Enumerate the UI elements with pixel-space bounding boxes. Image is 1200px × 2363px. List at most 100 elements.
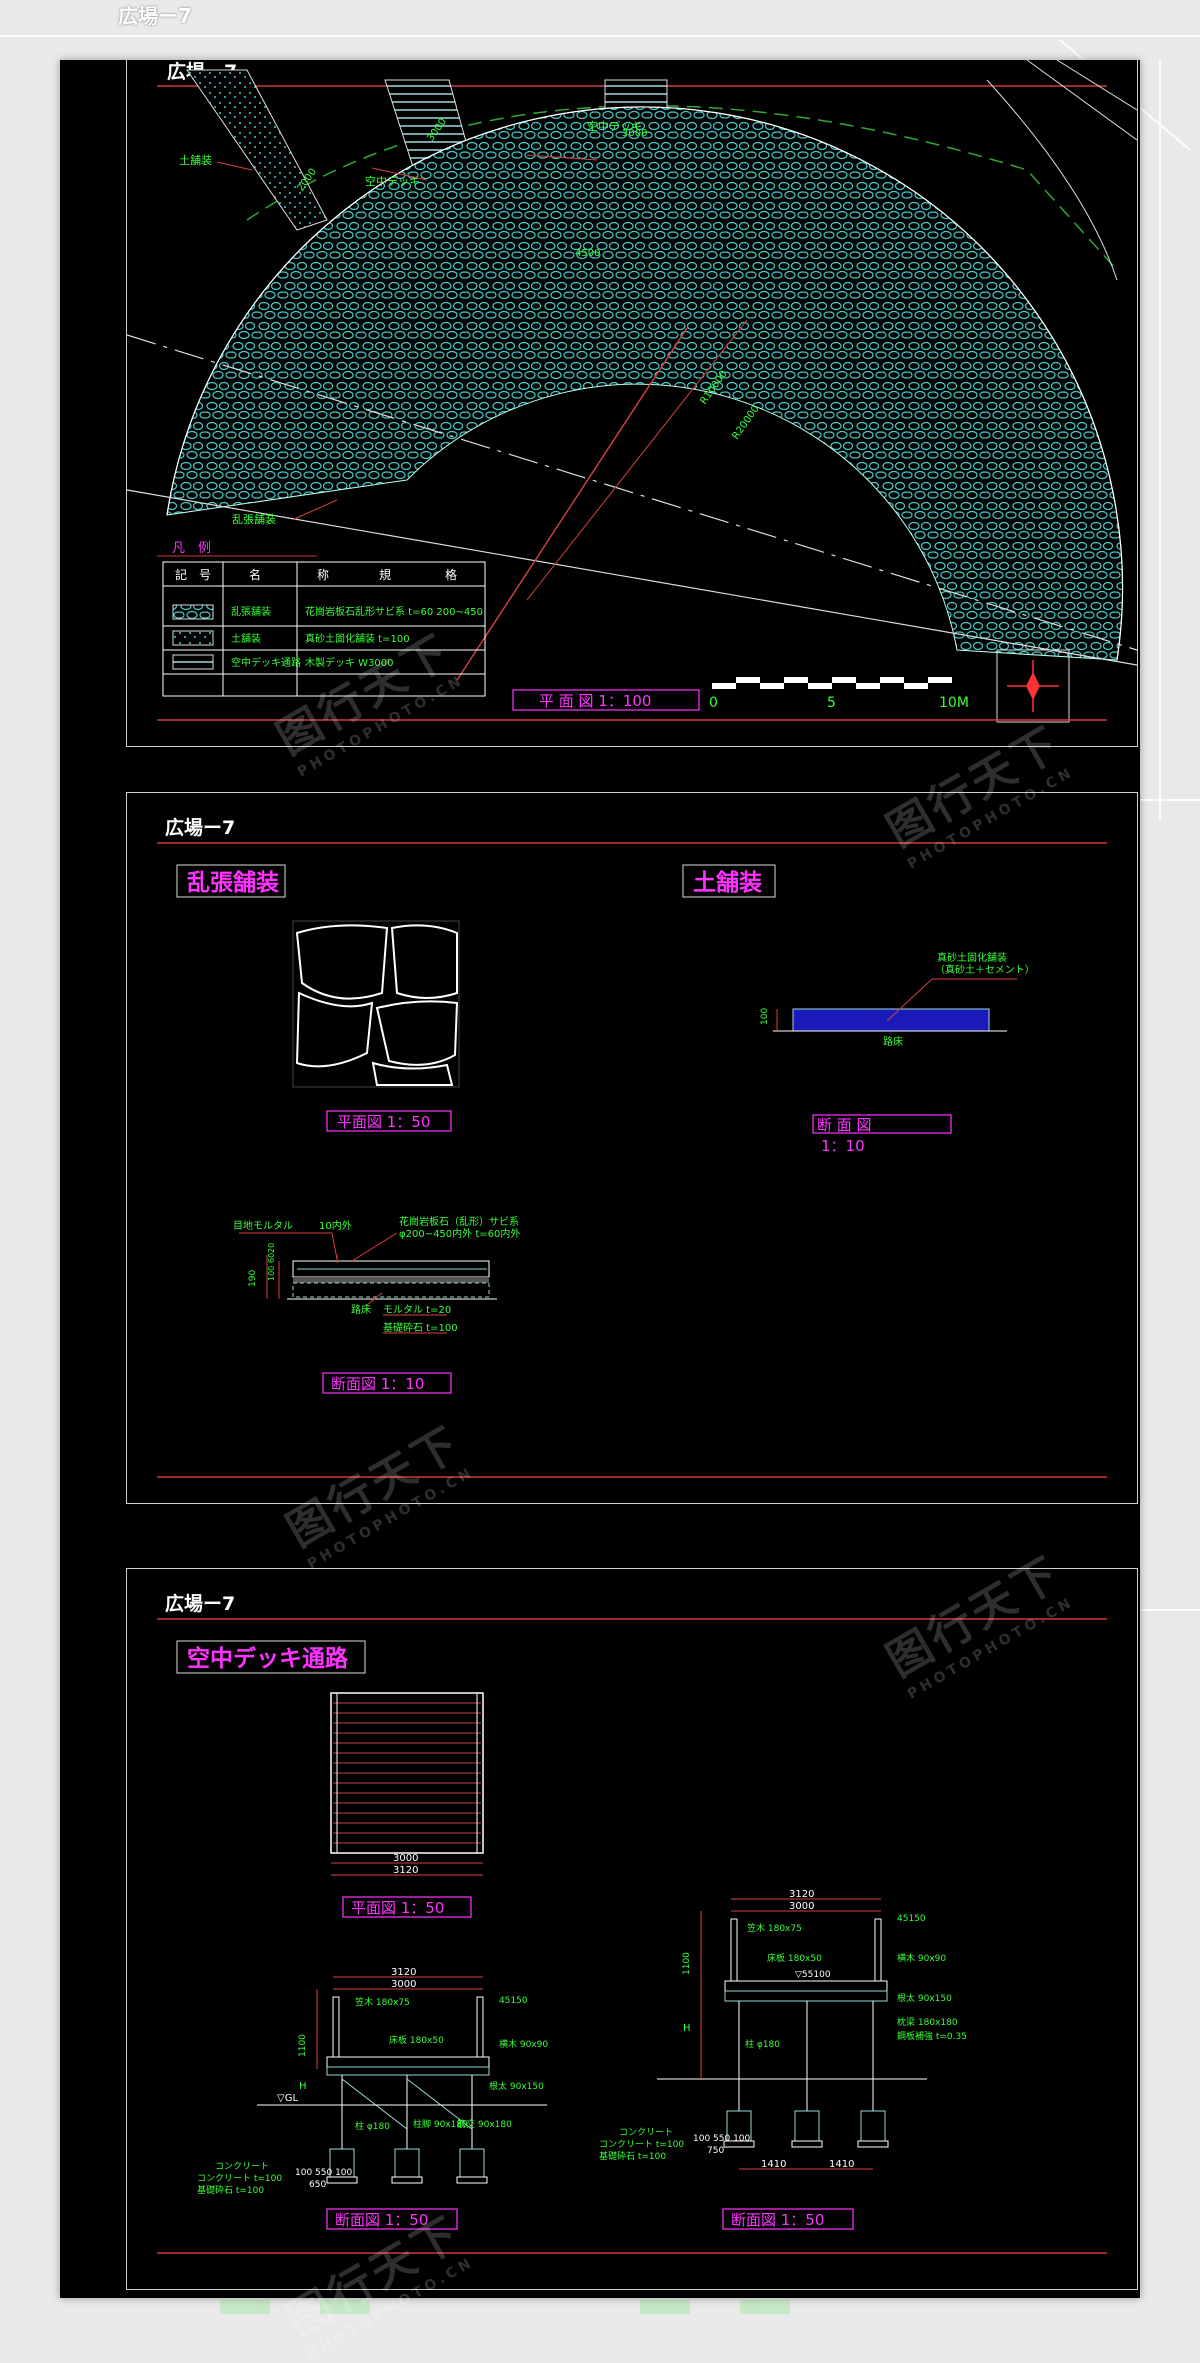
left-note-h1100: 1100 [298,2034,308,2057]
left-section-label: 断面図 1：50 [335,2211,428,2229]
section-dimension: 60 [267,1253,276,1263]
legend-row-name: 乱張舗装 [231,605,271,618]
plan-panel: 広場ー7 [126,60,1138,747]
legend-header-spec-2: 格 [445,567,457,582]
annotation-deck-label-b: 空中デッキ [365,174,420,188]
left-note-column: 柱 φ180 [355,2120,390,2132]
note-stone: 花崗岩板石（乱形）サビ系 [399,1215,519,1228]
right-section-label: 断面図 1：50 [731,2211,824,2229]
deck-title: 空中デッキ通路 [187,1645,349,1672]
deck-plan-label: 平面図 1：50 [351,1899,444,1917]
note-soil-2: （真砂土＋セメント） [935,963,1035,976]
paving-details-drawing: 乱張舗装 平面図 1：50 [157,842,1107,1478]
legend-table [162,561,486,697]
random-section-label-box [322,1372,452,1394]
note-soil-1: 真砂土固化舗装 [937,951,1007,964]
left-note-concrete-b: コンクリート t=100 [197,2173,282,2184]
soil-paving-title: 土舗装 [693,870,762,896]
right-note-span: 1410 [761,2159,786,2170]
panel-title: 広場ー7 [165,817,236,839]
left-note-concrete-a: コンクリート [215,2161,269,2172]
scale-five: 5 [827,695,836,711]
deck-section-left [257,1976,547,2184]
annotation-soil-paving: 土舗装 [179,153,212,167]
left-section-dim: 3120 [391,1967,416,1978]
soil-section-label-box [812,1114,952,1134]
left-note-gravel: 基礎砕石 t=100 [197,2184,264,2196]
right-note-beam: 根太 90x150 [897,1992,952,2004]
right-note-base-dims: 100 550 100 [693,2134,751,2144]
right-note-h1100: 1100 [682,1952,692,1975]
left-note-foot: 柱脚 90x180 [413,2118,468,2130]
left-note-handrail: 笠木 180x75 [355,1996,410,2008]
deck-plan-label-box [342,1896,472,1918]
left-note-gl: ▽GL [277,2093,298,2104]
left-note-beam: 根太 90x150 [489,2080,544,2092]
right-section-dim: 3000 [789,1901,814,1912]
deck-details-panel: 広場ー7 空中デッキ通路 [126,1568,1138,2290]
random-paving-plan [292,920,460,1088]
note-gravel: 基礎砕石 t=100 [383,1321,458,1334]
right-section-label-box [722,2208,854,2230]
plan-label-box [512,689,700,711]
note-joint-width: 10内外 [319,1219,352,1232]
right-note-concrete-b: コンクリート t=100 [599,2139,684,2150]
left-note-rail: 横木 90x90 [499,2038,548,2050]
legend-header-name: 名 [249,567,261,582]
random-plan-label-box [326,1110,452,1132]
left-note-post-top: 45150 [499,1996,528,2006]
legend-header-symbol: 記 号 [175,567,211,582]
legend-row-name: 土舗装 [231,632,261,645]
random-section-label: 断面図 1：10 [331,1375,424,1393]
scale-bar [712,677,952,689]
note-mortar: モルタル t=20 [383,1304,451,1316]
legend-symbol-random [172,604,214,620]
drawing-sheet: 広場ー7 [60,60,1140,2363]
random-paving-title: 乱張舗装 [187,870,279,896]
left-note-base-total: 650 [309,2180,326,2190]
soil-section-dimension: 100 [760,1008,770,1025]
plan-drawing: 土舗装 2000 3000 空中デッキ 空中デッキ 3000 4500 R100… [127,60,1137,723]
section-dimension: 190 [248,1270,258,1287]
right-note-gravel: 基礎砕石 t=100 [599,2150,666,2162]
annotation-arc-dimension: 4500 [575,248,600,259]
right-note-concrete-a: コンクリート [619,2127,673,2138]
soil-section-scale: 1：10 [821,1137,865,1155]
soil-paving-section [773,978,1017,1032]
annotation-random-paving: 乱張舗装 [232,512,276,526]
legend-title: 凡 例 [172,541,211,556]
plan-scale-label: 平 面 図 1：100 [539,692,651,710]
right-note-deck-board: 床板 180x50 [767,1952,822,1964]
legend-header-spec: 規 [379,567,391,582]
right-section-dim: 3120 [789,1889,814,1900]
legend-row-spec: 花崗岩板石乱形サビ系 t=60 200~450 [305,605,483,618]
note-roadbed: 路床 [351,1303,371,1316]
deck-details-drawing: 空中デッキ通路 3000 31 [157,1618,1107,2254]
right-note-plate: 鋼板補強 t=0.35 [897,2030,967,2042]
left-section-label-box [326,2208,458,2230]
soil-paving-title-box [682,864,776,898]
legend-symbol-soil [172,630,214,646]
note-stone-size: φ200~450内外 t=60内外 [399,1227,520,1240]
annotation-r20000: R20000 [730,404,761,442]
random-plan-label: 平面図 1：50 [337,1113,430,1131]
north-arrow-icon [996,649,1070,723]
deck-title-box [176,1640,366,1674]
random-paving-section [287,1255,497,1300]
soil-section-label: 断 面 図 [817,1116,872,1134]
right-note-handrail: 笠木 180x75 [747,1922,802,1934]
legend-row-name: 空中デッキ通路 [231,656,301,669]
left-note-base-dims: 100 550 100 [295,2168,353,2178]
right-note-span: 1410 [829,2159,854,2170]
deck-plan-dimension: 3120 [393,1865,418,1876]
legend-row-spec: 木製デッキ W3000 [305,656,394,669]
random-paving-title-box [176,864,286,898]
scale-zero: 0 [709,695,718,711]
deck-plan-dimension: 3000 [393,1853,418,1864]
scale-ten: 10M [939,695,969,711]
right-note-level: ▽55100 [795,1970,831,1980]
deck-section-right [657,1898,927,2170]
left-section-dim: 3000 [391,1979,416,1990]
legend-row-spec: 真砂土固化舗装 t=100 [305,632,410,645]
legend-symbol-deck [172,654,214,670]
